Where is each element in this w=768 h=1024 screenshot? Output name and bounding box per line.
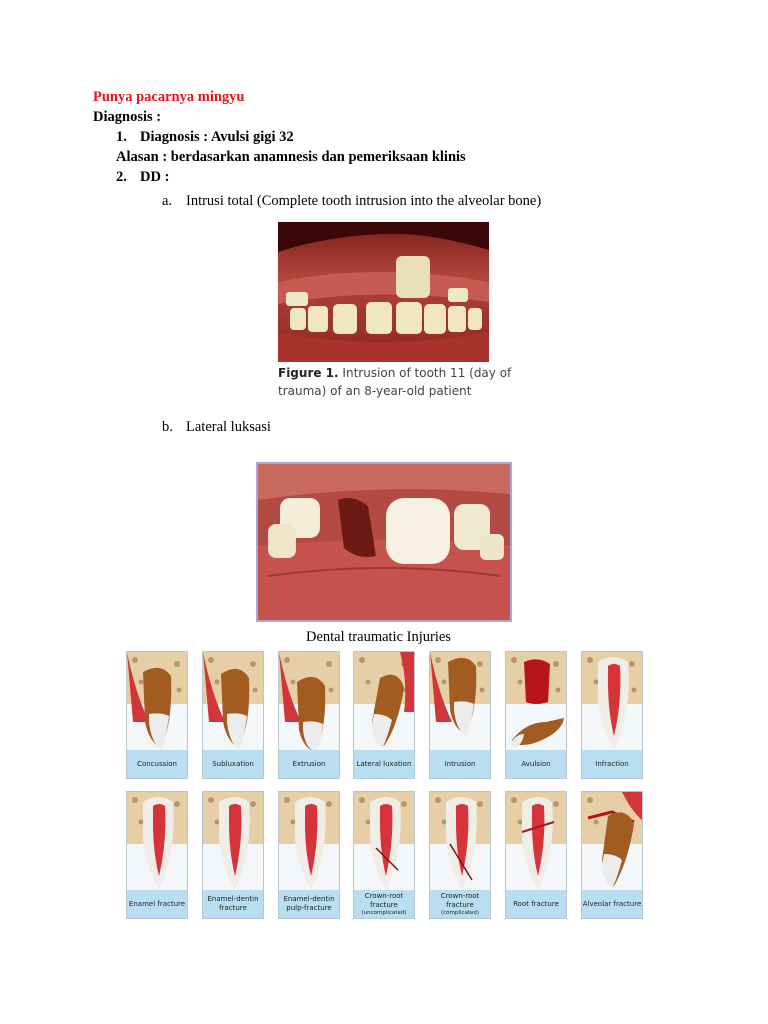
diagnosis-heading: Diagnosis :: [93, 109, 162, 125]
injury-label: Enamel-dentin pulp-fracture: [279, 890, 339, 918]
injury-tile: Infraction: [581, 651, 643, 779]
injury-tile: Avulsion: [505, 651, 567, 779]
list-item-2-number: 2.: [116, 169, 127, 185]
figure-1-caption: Figure 1. Intrusion of tooth 11 (day of …: [278, 364, 512, 400]
injury-label: Intrusion: [430, 750, 490, 778]
injury-label: Root fracture: [506, 890, 566, 918]
injury-label: Crown-root fracture(complicated): [430, 890, 490, 918]
list-item-2-text: DD :: [140, 169, 170, 185]
injury-label: Infraction: [582, 750, 642, 778]
injury-label: Concussion: [127, 750, 187, 778]
author-note: Punya pacarnya mingyu: [93, 89, 245, 105]
injury-tile: Crown-root fracture(uncomplicated): [353, 791, 415, 919]
injury-tile: Enamel-dentin pulp-fracture: [278, 791, 340, 919]
injury-label: Extrusion: [279, 750, 339, 778]
differential-a-letter: a.: [162, 193, 173, 209]
injury-tile: Subluxation: [202, 651, 264, 779]
figure-1-caption-line2: trauma) of an 8-year-old patient: [278, 384, 472, 398]
injury-label: Lateral luxation: [354, 750, 414, 778]
injury-tile: Root fracture: [505, 791, 567, 919]
list-item-1-text: Diagnosis : Avulsi gigi 32: [140, 129, 294, 145]
list-item-1-number: 1.: [116, 129, 127, 145]
injury-tile: Enamel-dentin fracture: [202, 791, 264, 919]
differential-a-text: Intrusi total (Complete tooth intrusion …: [186, 193, 542, 209]
injury-label: Subluxation: [203, 750, 263, 778]
figure-1-caption-line1: Intrusion of tooth 11 (day of: [342, 366, 512, 380]
injury-label: Alveolar fracture: [582, 890, 642, 918]
injury-tile: Intrusion: [429, 651, 491, 779]
injury-tile: Enamel fracture: [126, 791, 188, 919]
injury-label: Enamel-dentin fracture: [203, 890, 263, 918]
reason-text: Alasan : berdasarkan anamnesis dan pemer…: [116, 149, 466, 165]
injury-tile: Extrusion: [278, 651, 340, 779]
injury-tile: Crown-root fracture(complicated): [429, 791, 491, 919]
injuries-title: Dental traumatic Injuries: [306, 629, 451, 645]
injury-label: Enamel fracture: [127, 890, 187, 918]
injury-label: Avulsion: [506, 750, 566, 778]
differential-b-letter: b.: [162, 419, 173, 435]
injury-tile: Alveolar fracture: [581, 791, 643, 919]
differential-b-text: Lateral luksasi: [186, 419, 271, 435]
injury-tile: Lateral luxation: [353, 651, 415, 779]
intrusion-photo: [278, 222, 489, 362]
injury-label: Crown-root fracture(uncomplicated): [354, 890, 414, 918]
lateral-luxation-photo: [256, 462, 512, 622]
figure-1-label: Figure 1.: [278, 366, 339, 380]
injury-tile: Concussion: [126, 651, 188, 779]
